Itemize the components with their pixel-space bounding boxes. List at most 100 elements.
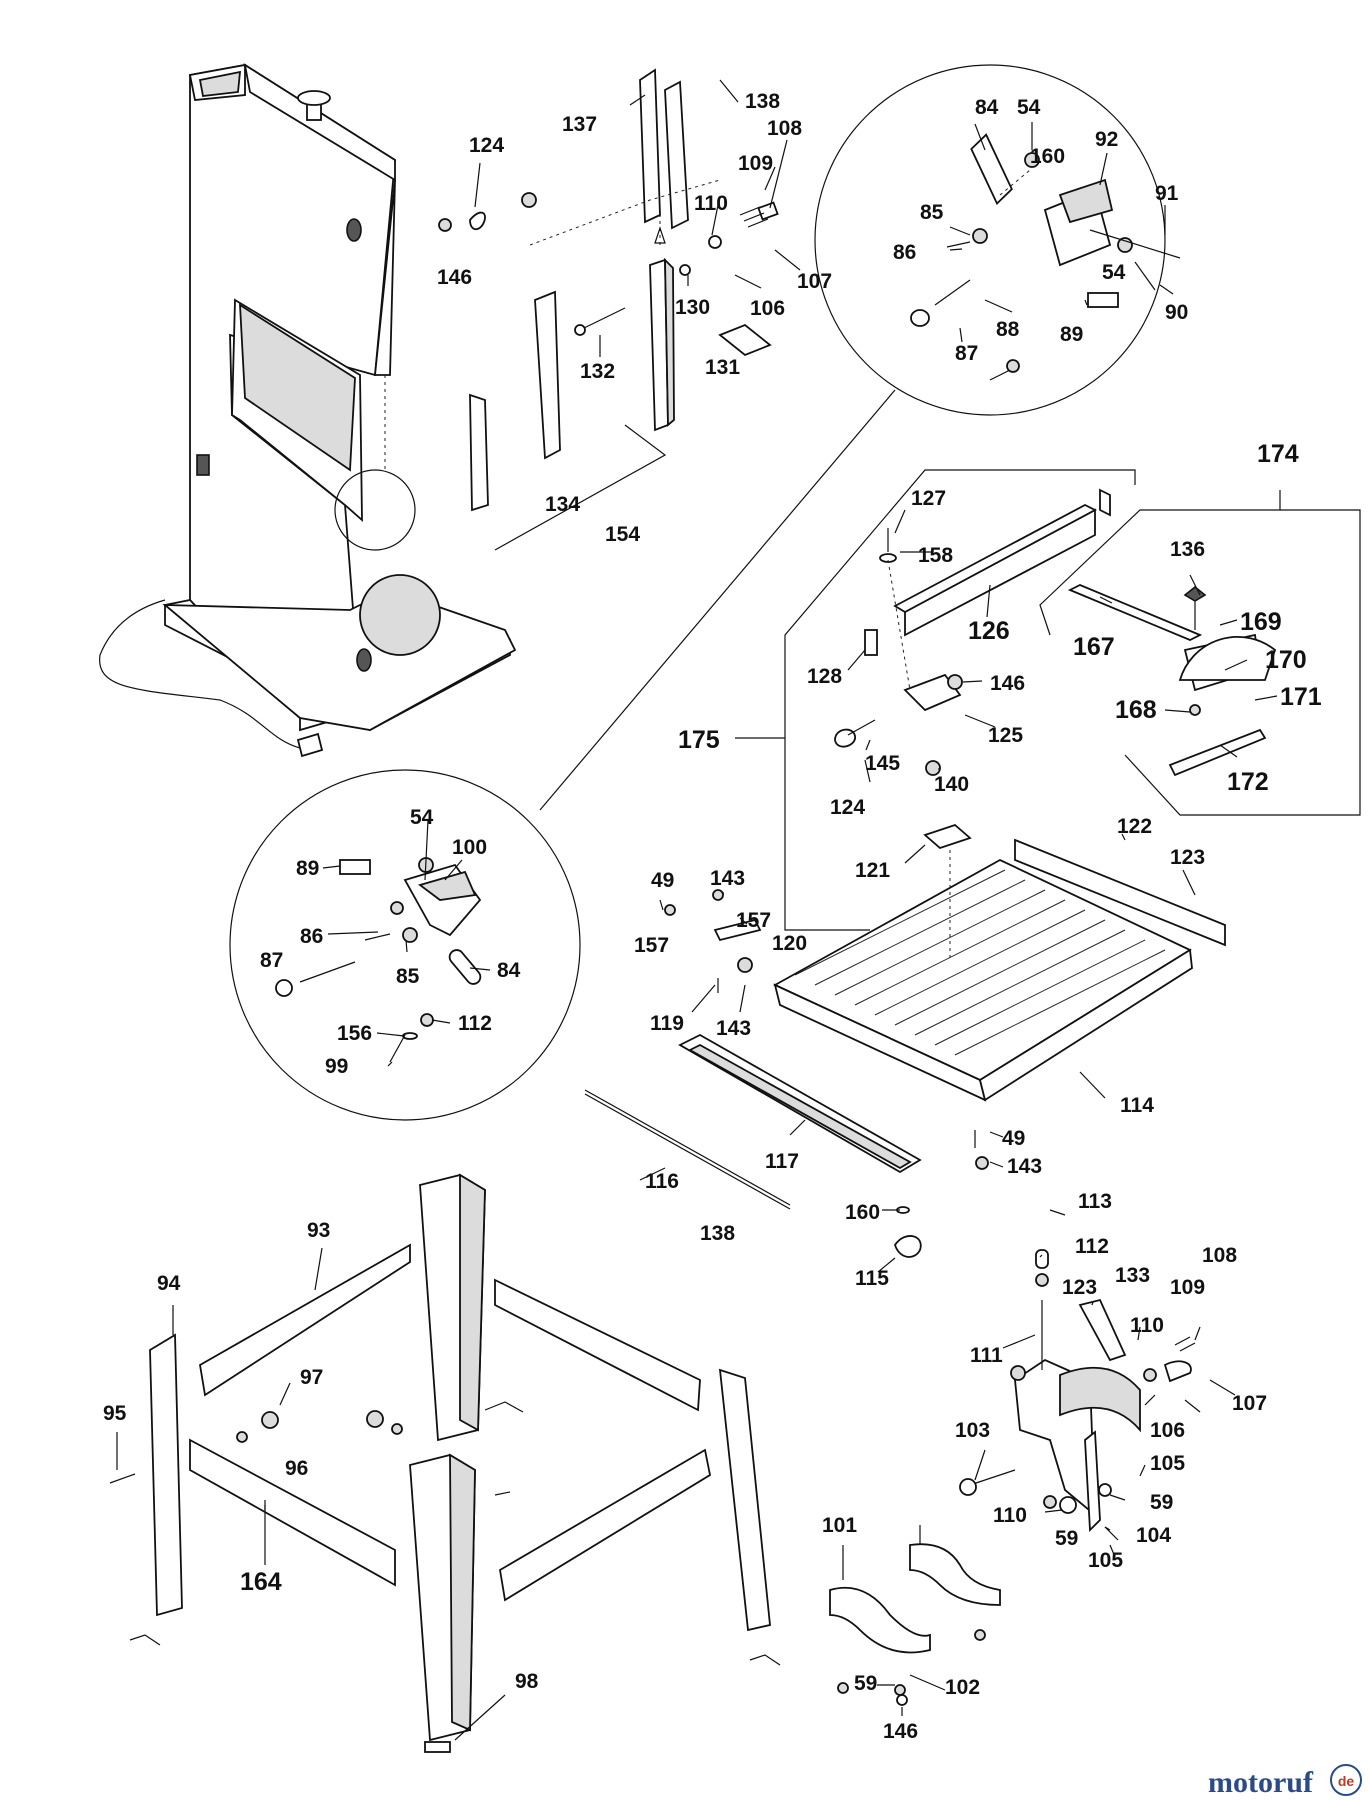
label-96: 96	[285, 1457, 308, 1480]
label-85b: 85	[396, 965, 420, 988]
label-128: 128	[807, 665, 842, 688]
label-99: 99	[325, 1055, 348, 1078]
label-97: 97	[300, 1366, 323, 1389]
label-154: 154	[605, 523, 640, 546]
label-120: 120	[772, 932, 807, 955]
label-140: 140	[934, 773, 969, 796]
label-95: 95	[103, 1402, 127, 1425]
label-54c: 54	[410, 806, 434, 829]
label-169: 169	[1240, 608, 1282, 636]
label-107b: 107	[1232, 1392, 1267, 1415]
label-157: 157	[736, 909, 771, 932]
label-146c: 146	[883, 1720, 918, 1743]
label-93: 93	[307, 1219, 330, 1242]
leader-lines	[116, 79, 1278, 1741]
guide-post-assembly	[438, 68, 779, 551]
label-107: 107	[797, 270, 832, 293]
label-59: 59	[1150, 1491, 1173, 1514]
label-49: 49	[651, 869, 674, 892]
label-157b: 157	[634, 934, 669, 957]
label-110c: 110	[993, 1504, 1027, 1527]
label-102: 102	[945, 1676, 980, 1699]
label-90: 90	[1165, 301, 1188, 324]
watermark-text: motoruf	[1208, 1766, 1314, 1799]
label-160: 160	[1030, 145, 1065, 168]
label-170: 170	[1265, 646, 1307, 674]
label-124b: 124	[830, 796, 865, 819]
lower-bearing-covers	[829, 1525, 1001, 1706]
label-106b: 106	[1150, 1419, 1185, 1442]
label-110b: 110	[1130, 1314, 1164, 1337]
label-108b: 108	[1202, 1244, 1237, 1267]
label-112b: 112	[1075, 1235, 1109, 1258]
label-175: 175	[678, 726, 720, 754]
label-103: 103	[955, 1419, 990, 1442]
label-145: 145	[865, 752, 900, 775]
label-112: 112	[458, 1012, 492, 1035]
label-174: 174	[1257, 440, 1299, 468]
trunnion-assembly	[959, 1249, 1196, 1541]
label-54b: 54	[1102, 261, 1126, 284]
label-54: 54	[1017, 96, 1041, 119]
label-49b: 49	[1002, 1127, 1025, 1150]
label-146b: 146	[990, 672, 1025, 695]
upper-guide-detail	[539, 64, 1181, 811]
label-84: 84	[975, 96, 999, 119]
label-89b: 89	[296, 857, 319, 880]
lower-guide-detail	[229, 769, 581, 1121]
label-131: 131	[705, 356, 740, 379]
fence-assembly	[784, 469, 1136, 931]
label-116: 116	[645, 1170, 679, 1193]
label-138b: 138	[700, 1222, 735, 1245]
label-108: 108	[767, 117, 802, 140]
label-106: 106	[750, 297, 785, 320]
label-136: 136	[1170, 538, 1205, 561]
label-114: 114	[1120, 1094, 1154, 1117]
label-109b: 109	[1170, 1276, 1205, 1299]
label-158: 158	[918, 544, 953, 567]
label-172: 172	[1227, 768, 1269, 796]
label-104: 104	[1136, 1524, 1171, 1547]
label-133: 133	[1115, 1264, 1150, 1287]
label-156: 156	[337, 1022, 372, 1045]
table-assembly	[584, 823, 1226, 1258]
label-86: 86	[893, 241, 916, 264]
label-85: 85	[920, 201, 944, 224]
label-101: 101	[822, 1514, 857, 1537]
label-167: 167	[1073, 633, 1115, 661]
label-91: 91	[1155, 182, 1179, 205]
label-88: 88	[996, 318, 1020, 341]
label-119: 119	[650, 1012, 684, 1035]
label-132: 132	[580, 360, 615, 383]
label-130: 130	[675, 296, 710, 319]
label-105b: 105	[1088, 1549, 1123, 1572]
label-100: 100	[452, 836, 487, 859]
label-123: 123	[1170, 846, 1205, 869]
label-164: 164	[240, 1568, 282, 1596]
label-122: 122	[1117, 815, 1152, 838]
label-111: 111	[970, 1344, 1003, 1367]
label-126: 126	[968, 617, 1010, 645]
label-146: 146	[437, 266, 472, 289]
label-89: 89	[1060, 323, 1083, 346]
label-124: 124	[469, 134, 504, 157]
label-160b: 160	[845, 1201, 880, 1224]
label-110: 110	[694, 192, 728, 215]
label-59b: 59	[1055, 1527, 1078, 1550]
label-134: 134	[545, 493, 580, 516]
label-138: 138	[745, 90, 780, 113]
label-87: 87	[955, 342, 978, 365]
label-86b: 86	[300, 925, 323, 948]
watermark-logo: motoruf de	[1208, 1764, 1362, 1799]
label-143c: 143	[1007, 1155, 1042, 1178]
watermark-badge-text: de	[1338, 1773, 1355, 1789]
label-94: 94	[157, 1272, 181, 1295]
label-125: 125	[988, 724, 1023, 747]
part-labels: 54 84 160 92 91 85 86 54 90 88 89 87 124…	[103, 90, 1322, 1743]
label-92: 92	[1095, 128, 1118, 151]
label-87b: 87	[260, 949, 283, 972]
label-171: 171	[1280, 683, 1322, 711]
watermark-badge	[1330, 1764, 1362, 1796]
label-143: 143	[710, 867, 745, 890]
label-137: 137	[562, 113, 597, 136]
